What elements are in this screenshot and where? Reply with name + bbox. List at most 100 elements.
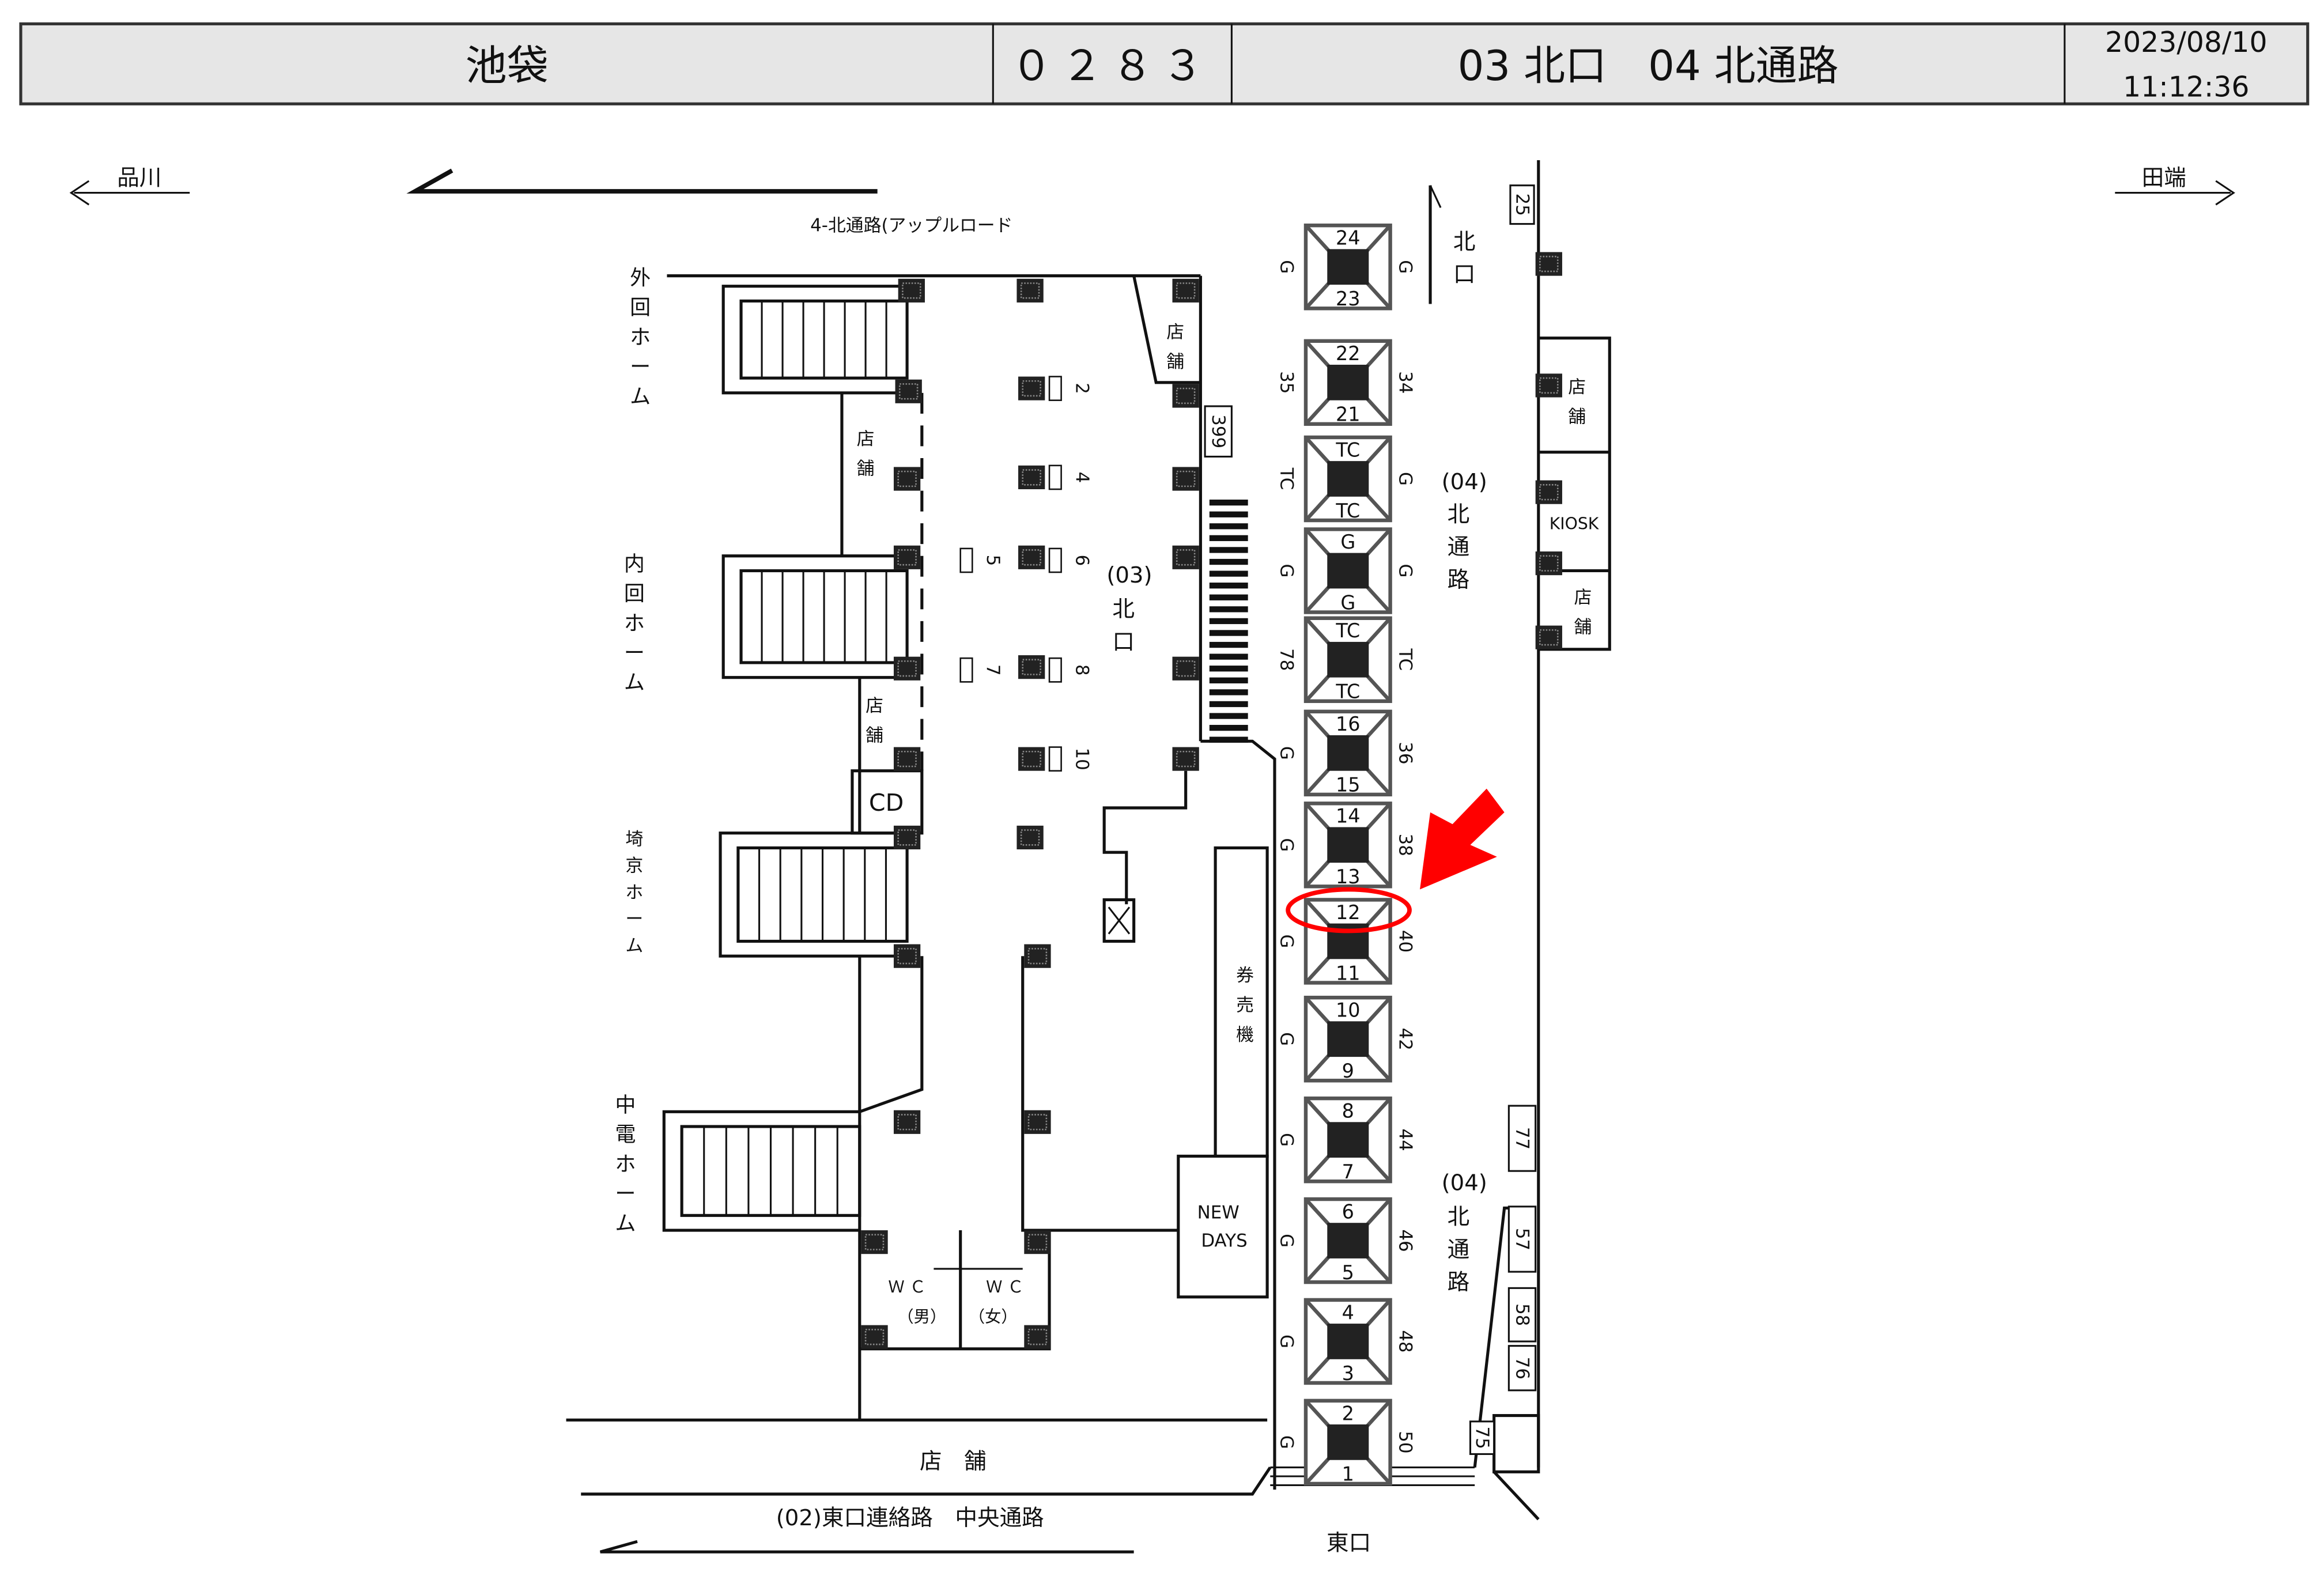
gate-number-top: TC: [1335, 619, 1360, 642]
gate-side-left: G: [1276, 746, 1297, 760]
staircase: [719, 831, 909, 958]
north-passage-label: 通: [1448, 1237, 1470, 1263]
gate-machine: [1024, 1230, 1051, 1254]
north-exit-label: 北: [1453, 229, 1476, 255]
platform-saikyo-label: ム: [625, 935, 643, 956]
gate-side-right: 48: [1395, 1330, 1415, 1352]
gate-side-right: 34: [1395, 371, 1415, 394]
gate-machine: [1535, 480, 1562, 504]
staircase: [721, 554, 909, 679]
gate-side-right: 38: [1395, 834, 1415, 856]
cd-label: CD: [869, 789, 904, 817]
machine-number: 7: [982, 664, 1003, 676]
machine-number: 4: [1071, 472, 1092, 483]
wc-men-label: （男）: [897, 1307, 946, 1326]
numbered-box: 25: [1509, 184, 1535, 225]
gate-machine: [893, 944, 921, 968]
platform-chuden-label: ホ: [615, 1152, 636, 1176]
red-arrow-icon: [1420, 788, 1505, 890]
kiosk-label: KIOSK: [1550, 514, 1600, 533]
newdays-label: NEW: [1197, 1202, 1240, 1223]
gate-machine: [1172, 656, 1199, 681]
gate-side-right: 50: [1395, 1431, 1415, 1453]
gate-machine: [893, 545, 921, 569]
hatch-bar: [1209, 547, 1248, 553]
shop-label: 舗: [1166, 351, 1184, 372]
gate-machine: [1018, 747, 1045, 771]
gate-side-right: TC: [1395, 648, 1415, 671]
gate-reader-icon: [1327, 827, 1369, 863]
direction-left: 品川: [69, 165, 190, 206]
gate-number-bottom: 23: [1336, 288, 1361, 310]
platform-inner-label: 内: [624, 552, 645, 576]
hatch-bar: [1209, 606, 1248, 613]
north-passage-label: 路: [1448, 1269, 1470, 1295]
platform-inner-label: ー: [624, 641, 645, 665]
north-exit-03-label: 口: [1112, 629, 1135, 655]
gate-reader-icon: [1327, 461, 1369, 497]
north-passage-label: (04): [1442, 469, 1487, 495]
gate-side-right: 40: [1395, 930, 1415, 953]
gate-number-bottom: 21: [1336, 403, 1361, 426]
ticket-machine-label: 売: [1236, 995, 1254, 1015]
direction-left-label: 品川: [117, 165, 161, 191]
gate-machine: [893, 467, 921, 491]
hatch-bar: [1209, 523, 1248, 530]
gate-machine: [1024, 1110, 1051, 1134]
gate-number-top: 8: [1342, 1100, 1354, 1122]
gate-number-top: 12: [1336, 901, 1361, 924]
time-label: 11:12:36: [2123, 70, 2249, 103]
gate-machine: [1016, 278, 1044, 303]
hatch-bar: [1209, 558, 1248, 565]
gate-machine: [1172, 278, 1199, 303]
hatch-bar: [1209, 594, 1248, 600]
corridor-arrow: [406, 168, 878, 194]
numbered-box: 77: [1507, 1105, 1537, 1172]
gate-machine: [1535, 373, 1562, 398]
hatch-bar: [1209, 630, 1248, 636]
box-number: 75: [1472, 1426, 1492, 1449]
gate-machine: [893, 825, 921, 850]
gate-number-top: G: [1340, 531, 1355, 553]
numbered-box: 76: [1507, 1345, 1537, 1392]
north-passage-label: (04): [1442, 1170, 1487, 1196]
arrow-left-icon: [69, 180, 190, 206]
box-number: 58: [1512, 1303, 1533, 1326]
date-label: 2023/08/10: [2105, 26, 2268, 59]
box-number: 57: [1512, 1228, 1533, 1250]
numbered-box: 57: [1507, 1205, 1537, 1273]
platform-outer-label: 回: [630, 296, 651, 320]
machine-number: 2: [1071, 383, 1092, 394]
platform-inner-label: ム: [624, 671, 645, 694]
gate-reader-icon: [1327, 249, 1369, 285]
gate-number-bottom: 11: [1336, 962, 1361, 984]
machine-number: 5: [982, 555, 1003, 566]
gate-reader-icon: [1327, 364, 1369, 400]
box-number: 77: [1512, 1127, 1533, 1150]
north-passage-label: 北: [1448, 1204, 1470, 1230]
numbered-box: 58: [1507, 1287, 1537, 1343]
platform-inner-label: ホ: [624, 611, 645, 635]
gate-machine: [861, 1230, 888, 1254]
north-exit-03-label: (03): [1106, 562, 1152, 588]
hatch-bar: [1209, 583, 1248, 589]
gate-reader-icon: [1327, 735, 1369, 771]
east-exit-label: 東口: [1327, 1530, 1371, 1556]
gate-reader-icon: [1327, 553, 1369, 589]
gate-machine: [1018, 655, 1045, 679]
newdays-label: DAYS: [1201, 1230, 1247, 1251]
